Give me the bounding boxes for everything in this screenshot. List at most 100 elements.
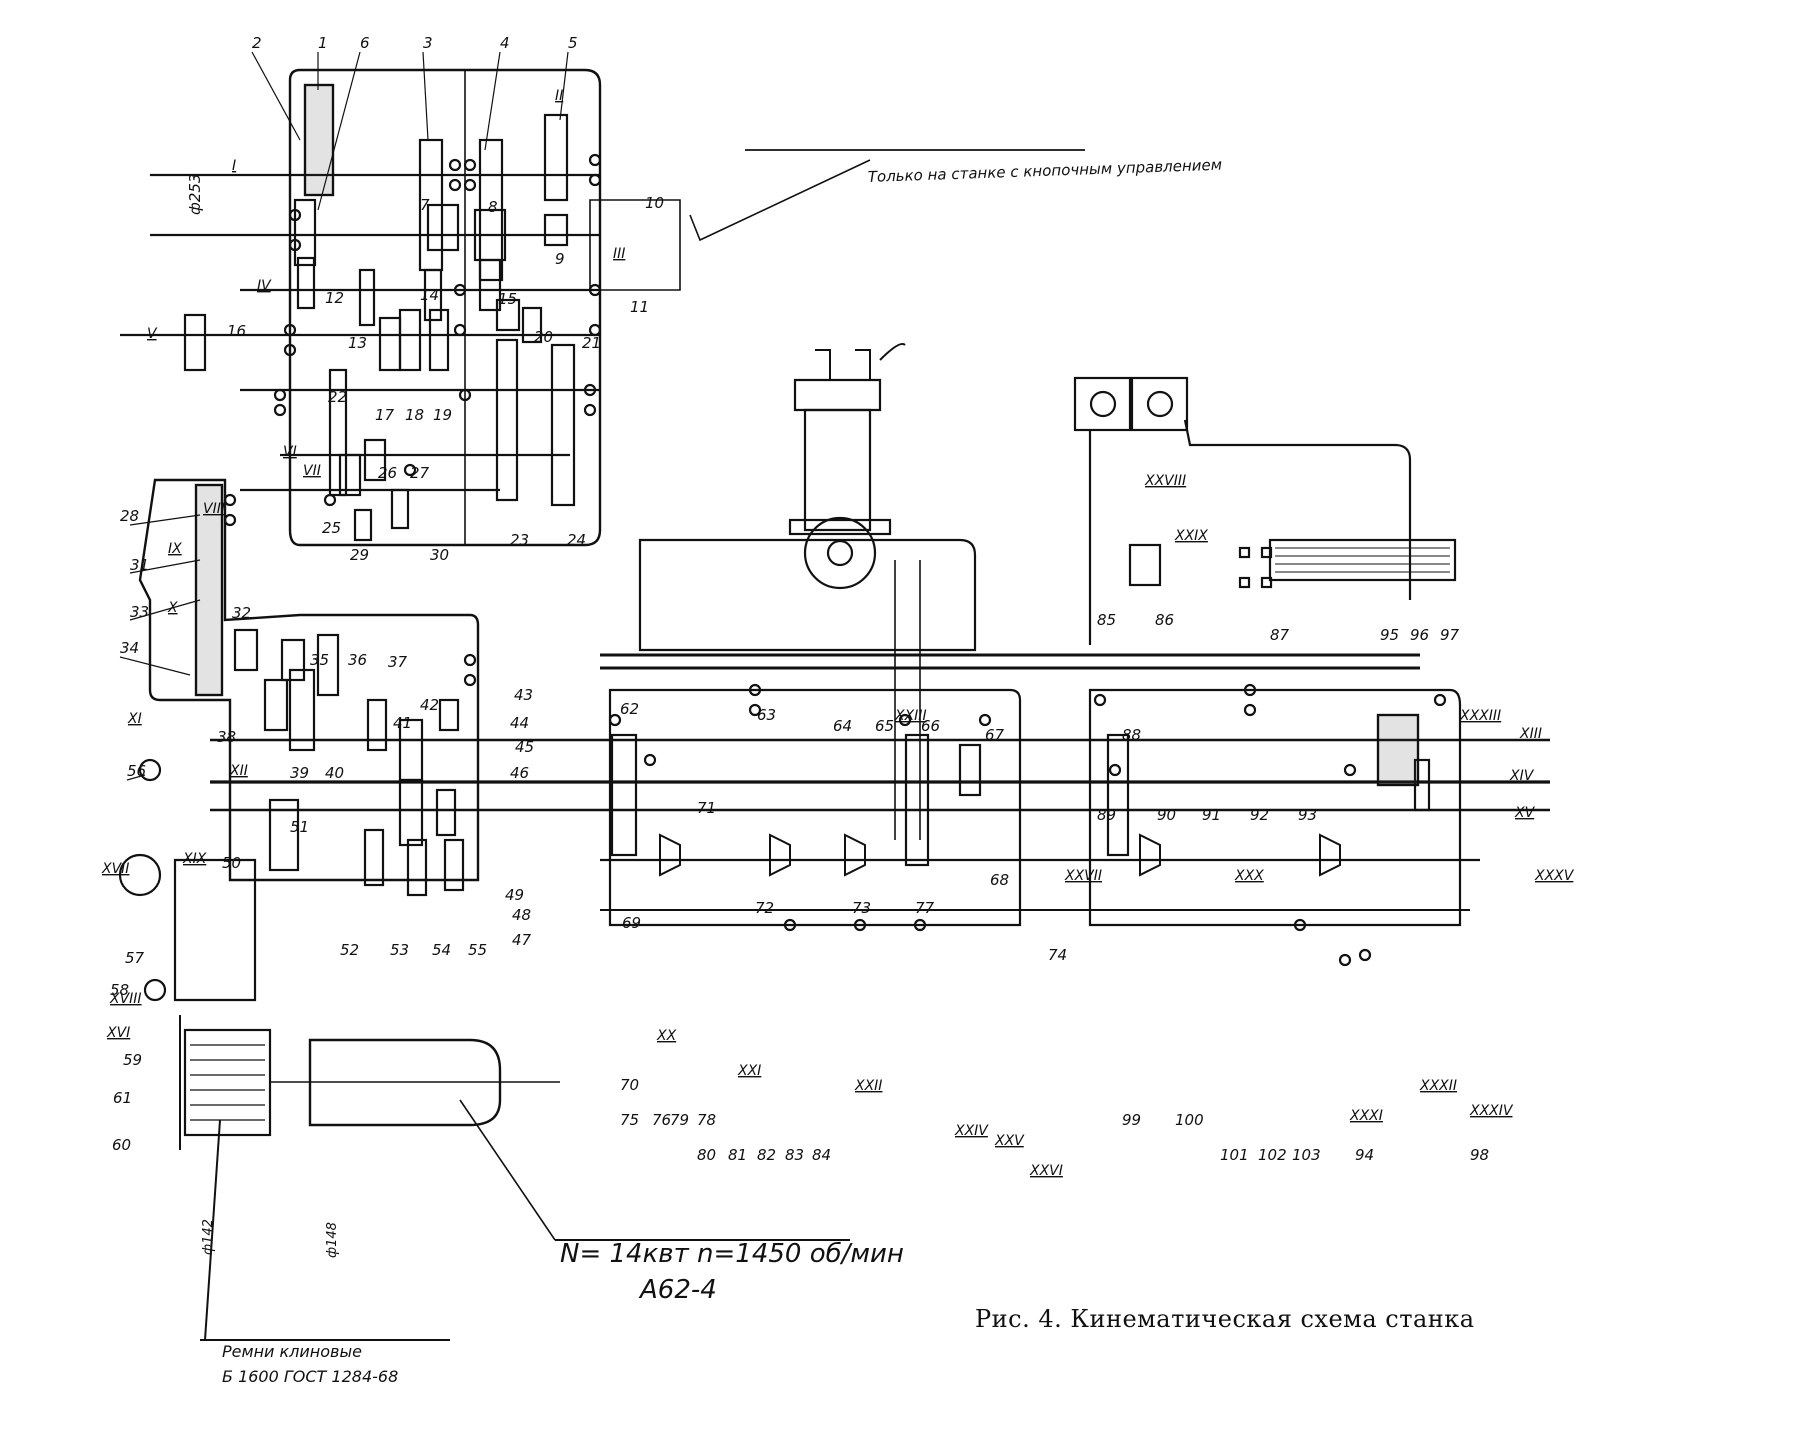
shaft-XVII-coupling [118, 853, 162, 897]
bearing [978, 713, 992, 727]
bearing [608, 713, 622, 727]
part-number-11: 11 [630, 298, 649, 316]
part-number-99: 99 [1122, 1111, 1141, 1129]
part-number-73: 73 [852, 899, 871, 917]
shaft-label-XXXV: XXXV [1534, 868, 1575, 884]
bevel-gear [769, 833, 791, 877]
gear [363, 828, 385, 887]
part-number-83: 83 [785, 1146, 804, 1164]
part-number-59: 59 [123, 1051, 142, 1069]
tailstock-bearing [1238, 576, 1251, 589]
gear [521, 306, 543, 344]
leader-line [129, 514, 201, 526]
bearing [1433, 693, 1447, 707]
gear [435, 788, 457, 837]
shaft-label-XXIII: XXIII [894, 708, 927, 724]
bearing [463, 653, 477, 667]
part-number-38: 38 [217, 728, 236, 746]
gear [363, 438, 387, 482]
bearing [588, 173, 602, 187]
apron-left-housing [608, 688, 1022, 927]
gear [423, 268, 443, 322]
part-number-49: 49 [505, 886, 524, 904]
tailstock-link [1088, 419, 1412, 645]
part-number-56: 56 [127, 762, 146, 780]
part-number-2: 2 [252, 34, 262, 52]
gear [543, 113, 569, 202]
part-number-19: 19 [433, 406, 452, 424]
part-number-74: 74 [1048, 946, 1067, 964]
part-number-86: 86 [1155, 611, 1174, 629]
bearing [448, 178, 462, 192]
part-number-81: 81 [728, 1146, 747, 1164]
part-number-13: 13 [348, 334, 367, 352]
part-number-58: 58 [110, 981, 129, 999]
gear [316, 633, 340, 697]
bearing [1243, 703, 1257, 717]
gear [428, 308, 450, 372]
part-number-37: 37 [388, 653, 408, 671]
part-number-52: 52 [340, 941, 359, 959]
bearing [588, 153, 602, 167]
bearing [273, 403, 287, 417]
part-number-65: 65 [875, 717, 894, 735]
part-number-42: 42 [420, 696, 439, 714]
motor-pulley [183, 1028, 272, 1137]
bearing [783, 918, 797, 932]
part-number-5: 5 [568, 34, 578, 52]
tailstock-bearing [1260, 546, 1273, 559]
part-number-62: 62 [620, 700, 639, 718]
bearing [1108, 763, 1122, 777]
part-number-68: 68 [990, 871, 1009, 889]
shaft-label-XII: XII [229, 763, 248, 779]
shaft-label-XXXI: XXXI [1349, 1108, 1383, 1124]
belts-label: Ремни клиновые [222, 1342, 362, 1361]
part-number-69: 69 [622, 914, 641, 932]
bearing [583, 403, 597, 417]
shaft-label-XVII: XVII [101, 861, 129, 877]
bearing [583, 383, 597, 397]
part-number-54: 54 [432, 941, 451, 959]
shaft-label-VII: VII [303, 463, 321, 479]
part-number-89: 89 [1097, 806, 1116, 824]
part-number-26: 26 [378, 464, 397, 482]
shaft-label-XX: XX [656, 1028, 677, 1044]
part-number-51: 51 [290, 818, 309, 836]
gear [268, 798, 300, 872]
part-number-101: 101 [1220, 1146, 1249, 1164]
part-number-1: 1 [318, 34, 328, 52]
bearing [283, 323, 297, 337]
gear [495, 338, 519, 502]
shaft-label-XXXII: XXXII [1419, 1078, 1457, 1094]
shaft-label-XXXIII: XXXIII [1459, 708, 1501, 724]
bearing [463, 158, 477, 172]
gear [183, 313, 207, 372]
part-number-4: 4 [500, 34, 510, 52]
part-number-102: 102 [1258, 1146, 1287, 1164]
belt-leader [204, 1119, 221, 1341]
bearing [1243, 683, 1257, 697]
part-number-80: 80 [697, 1146, 716, 1164]
gear [280, 638, 306, 682]
gear [426, 203, 460, 252]
leader-line [484, 51, 501, 151]
shaft-label-VI: VI [283, 444, 297, 460]
part-number-64: 64 [833, 717, 852, 735]
shaft-label-IV: IV [257, 278, 272, 294]
bearing [1358, 948, 1372, 962]
gear [296, 256, 316, 310]
part-number-93: 93 [1298, 806, 1317, 824]
part-number-100: 100 [1175, 1111, 1204, 1129]
part-number-61: 61 [113, 1089, 132, 1107]
part-number-91: 91 [1202, 806, 1221, 824]
gear [366, 698, 388, 752]
tailstock-bearing [1260, 576, 1273, 589]
bearing [588, 323, 602, 337]
part-number-70: 70 [620, 1076, 639, 1094]
part-number-30: 30 [430, 546, 449, 564]
shaft-label-V: V [147, 326, 158, 342]
part-number-24: 24 [567, 531, 586, 549]
gear-hatch [303, 83, 335, 197]
leader-line [119, 656, 191, 676]
part-number-82: 82 [757, 1146, 776, 1164]
